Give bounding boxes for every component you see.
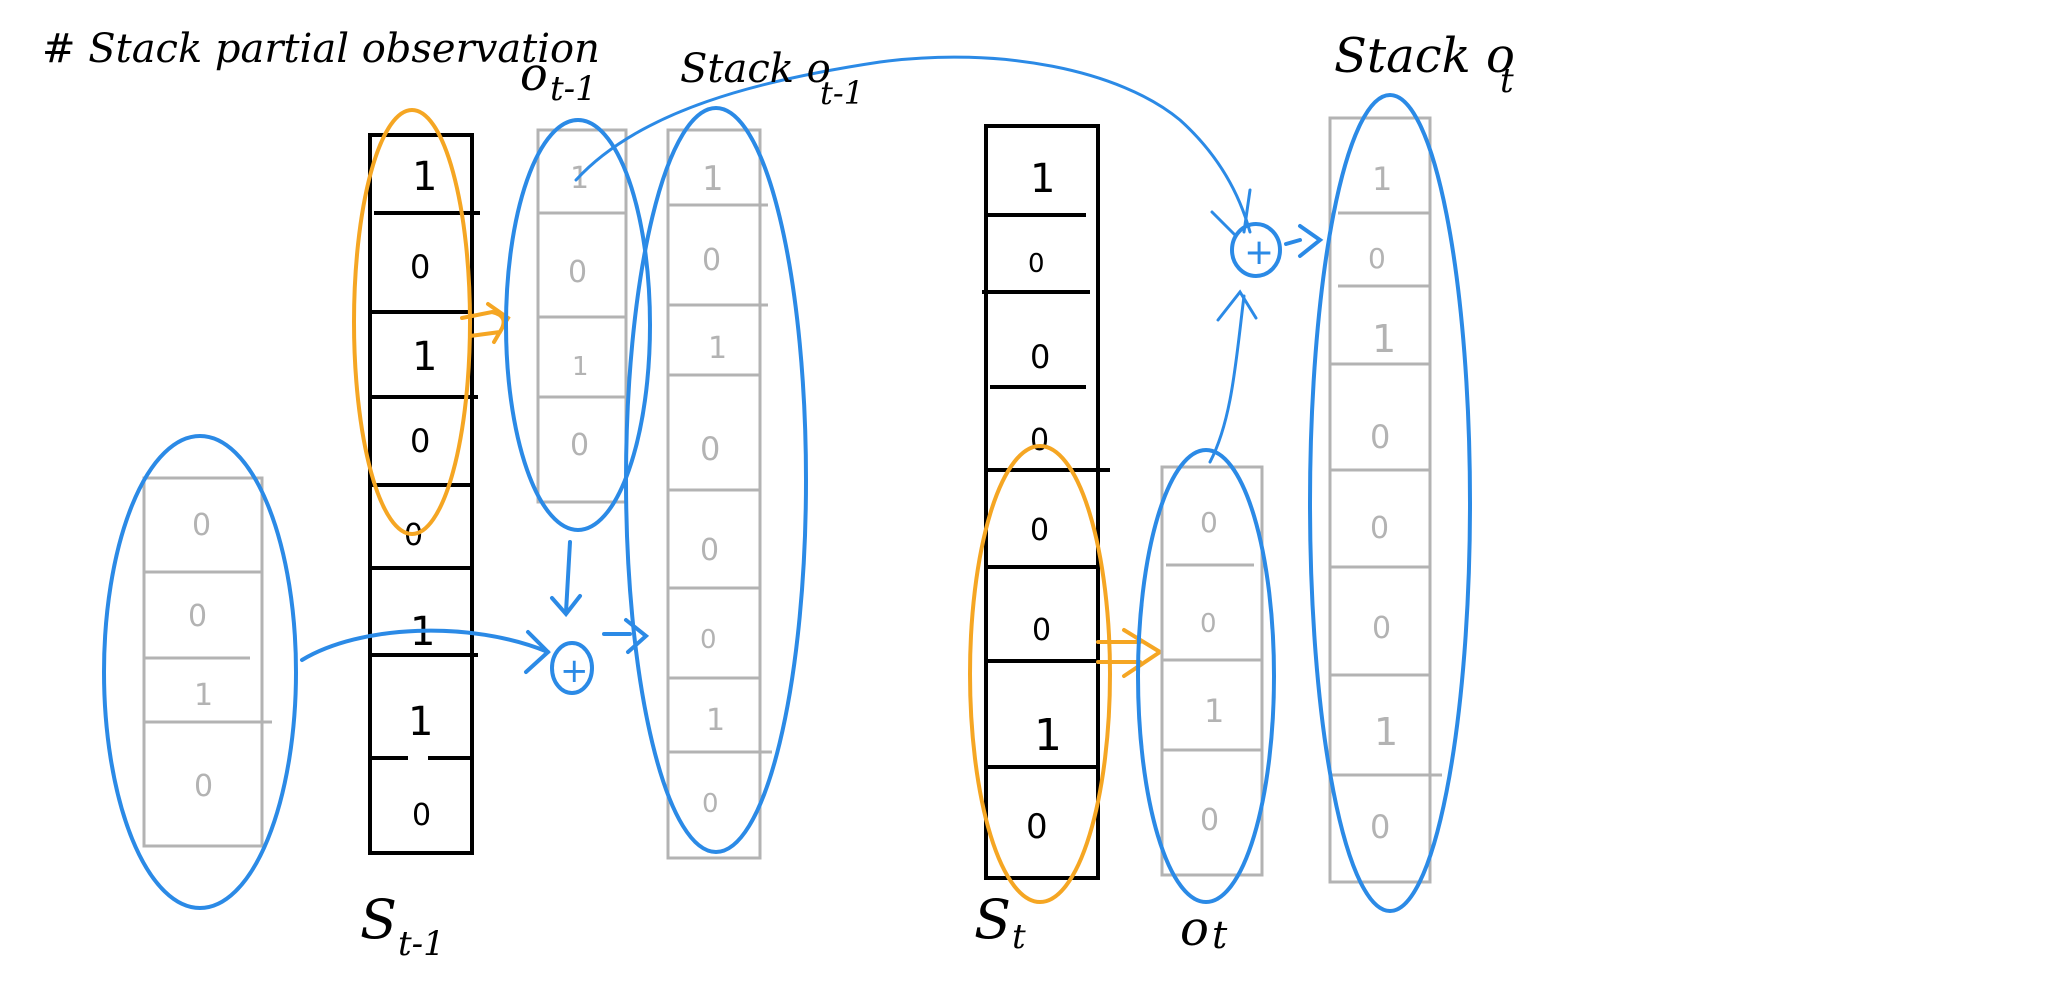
diagram-title: # Stack partial observation <box>42 26 600 72</box>
svg-text:o: o <box>1180 901 1209 957</box>
o-cur-arrowhead <box>1216 289 1258 322</box>
prev-stack-arrowhead <box>524 630 551 674</box>
concat-to-stack-cur-arrow <box>1284 224 1324 258</box>
stack-cur-column: 1 0 1 0 0 0 1 0 <box>1328 116 1442 884</box>
concat-node-prev <box>550 641 594 695</box>
o-cur-cell-3: 0 <box>1200 803 1219 838</box>
label-s-prev: S t-1 <box>360 888 445 964</box>
stack-cur-cell-5: 0 <box>1372 611 1391 646</box>
o-cur-cell-1: 0 <box>1200 609 1217 639</box>
stack-prev-to-concat-arrow <box>574 55 1252 234</box>
stack-prev-cell-3: 0 <box>700 430 720 468</box>
o-prev-arrowhead <box>550 594 582 618</box>
o-prev-column: 1 0 1 0 <box>536 128 628 504</box>
concat-node-cur-plus: + <box>1244 232 1274 273</box>
o-prev-cell-2: 1 <box>572 352 589 382</box>
svg-text:Stack o: Stack o <box>1334 28 1515 84</box>
o-prev-cell-0: 1 <box>570 161 589 196</box>
label-stack-prev: Stack o t-1 <box>680 46 864 112</box>
label-stack-cur: Stack o t <box>1334 28 1515 101</box>
stack-cur-cell-2: 1 <box>1372 317 1396 361</box>
s-cur-cell-2: 0 <box>1030 338 1050 376</box>
svg-text:t: t <box>1012 917 1026 957</box>
stack-cur-highlight <box>1308 93 1472 913</box>
label-o-prev: o t-1 <box>520 47 597 109</box>
svg-text:S: S <box>974 888 1011 951</box>
s-cur-column: 1 0 0 0 0 0 1 0 <box>982 124 1110 880</box>
prev-stack-input-cell-0: 0 <box>192 508 211 543</box>
o-prev-cell-3: 0 <box>570 428 589 463</box>
stack-prev-cell-5: 0 <box>700 625 717 655</box>
prev-stack-input-cell-1: 0 <box>188 599 207 634</box>
s-cur-cell-7: 0 <box>1026 807 1048 847</box>
s-cur-cell-5: 0 <box>1032 613 1051 648</box>
s-prev-cell-3: 0 <box>410 422 430 460</box>
stack-cur-cell-6: 1 <box>1374 710 1398 754</box>
svg-text:t-1: t-1 <box>550 69 597 109</box>
s-prev-cell-0: 1 <box>412 154 437 200</box>
stack-prev-cell-0: 1 <box>702 159 724 199</box>
svg-text:o: o <box>520 47 548 101</box>
label-s-cur: S t <box>974 888 1026 957</box>
stack-prev-cell-1: 0 <box>702 243 721 278</box>
s-cur-cell-6: 1 <box>1034 710 1062 761</box>
o-cur-to-concat-arrow <box>1208 294 1246 464</box>
s-cur-cell-0: 1 <box>1030 156 1055 202</box>
svg-text:t: t <box>1500 61 1514 101</box>
svg-text:t: t <box>1212 913 1228 957</box>
stack-prev-cell-4: 0 <box>700 533 719 568</box>
svg-text:t-1: t-1 <box>820 74 864 112</box>
o-cur-highlight <box>1136 448 1276 904</box>
o-prev-highlight <box>504 118 652 532</box>
s-cur-cell-3: 0 <box>1030 423 1049 458</box>
o-cur-cell-2: 1 <box>1204 692 1224 730</box>
s-prev-column: 1 0 1 0 0 1 1 0 <box>368 133 480 855</box>
stack-prev-column: 1 0 1 0 0 0 1 0 <box>666 128 772 860</box>
stack-cur-cell-1: 0 <box>1368 242 1386 275</box>
prev-stack-input-cell-2: 1 <box>194 678 213 713</box>
o-prev-cell-1: 0 <box>568 255 587 290</box>
concat-node-prev-plus: + <box>560 651 589 691</box>
o-cur-column: 0 0 1 0 <box>1160 465 1264 877</box>
stack-prev-highlight <box>624 106 808 854</box>
svg-text:S: S <box>360 888 397 951</box>
label-o-cur: o t <box>1180 901 1228 957</box>
s-prev-cell-6: 1 <box>408 699 433 745</box>
stack-prev-cell-7: 0 <box>702 789 719 819</box>
concat-to-stack-prev-arrow <box>602 618 650 654</box>
s-cur-extract-arrow <box>1096 628 1164 678</box>
stack-cur-cell-4: 0 <box>1370 511 1389 546</box>
svg-text:Stack o: Stack o <box>680 46 831 92</box>
o-prev-to-concat-arrow <box>564 540 572 614</box>
prev-stack-input-highlight <box>102 434 298 910</box>
stack-cur-cell-7: 0 <box>1370 808 1390 846</box>
prev-stack-input-column: 0 0 1 0 <box>142 476 272 848</box>
o-cur-cell-0: 0 <box>1200 506 1218 539</box>
s-prev-cell-1: 0 <box>410 248 430 286</box>
stack-cur-cell-0: 1 <box>1372 160 1392 198</box>
stack-cur-cell-3: 0 <box>1370 418 1390 456</box>
svg-text:t-1: t-1 <box>398 924 445 964</box>
stack-prev-cell-6: 1 <box>706 703 725 738</box>
concat-node-cur <box>1230 222 1282 278</box>
prev-stack-input-cell-3: 0 <box>194 769 213 804</box>
prev-stack-to-concat-arrow <box>300 628 550 662</box>
s-cur-partial-highlight <box>968 444 1112 904</box>
s-prev-cell-2: 1 <box>412 334 437 380</box>
s-prev-partial-highlight <box>352 108 472 536</box>
s-cur-cell-4: 0 <box>1030 513 1049 548</box>
stack-prev-cell-2: 1 <box>708 331 727 366</box>
s-prev-cell-7: 0 <box>412 798 431 833</box>
s-cur-cell-1: 0 <box>1028 249 1045 279</box>
